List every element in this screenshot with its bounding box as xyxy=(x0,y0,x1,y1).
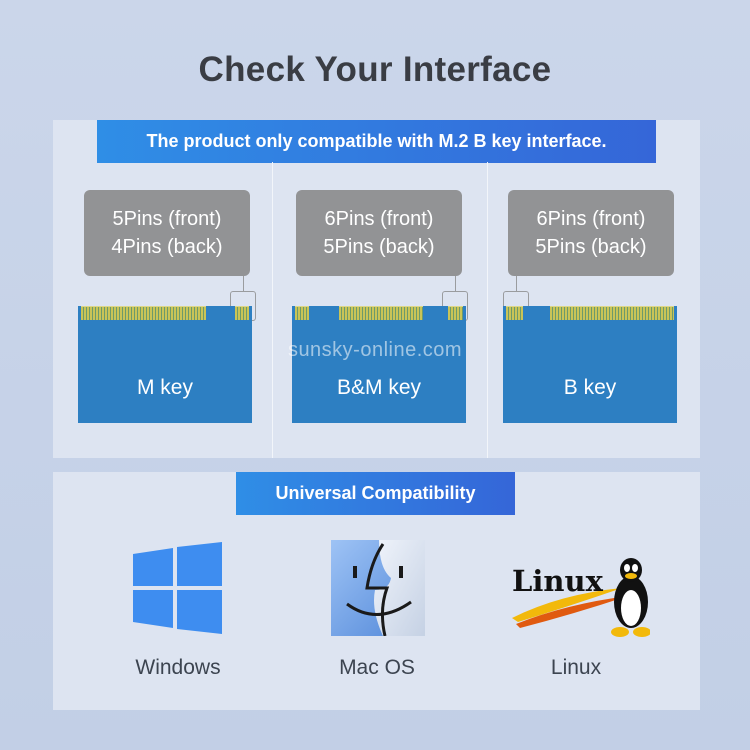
os-label: Windows xyxy=(135,656,221,679)
connector-line xyxy=(243,276,244,291)
m-key-card: M key xyxy=(78,306,252,423)
gold-contacts xyxy=(506,306,523,320)
b-key-card: B key xyxy=(503,306,677,423)
pins-back-label: 5Pins (back) xyxy=(323,236,435,258)
macos-finder-icon xyxy=(331,540,425,636)
key-label: B&M key xyxy=(336,376,422,399)
gold-contacts xyxy=(339,306,423,320)
page-title: Check Your Interface xyxy=(198,50,552,89)
connector-line xyxy=(516,276,517,291)
gold-contacts xyxy=(448,306,463,320)
column-divider xyxy=(487,162,488,458)
pins-front-label: 6Pins (front) xyxy=(324,208,434,230)
pins-back-label: 4Pins (back) xyxy=(111,236,223,258)
gold-contacts xyxy=(550,306,674,320)
pins-front-label: 6Pins (front) xyxy=(536,208,646,230)
os-panel: Universal Compatibility Windows xyxy=(53,472,700,710)
pin-count-box: 6Pins (front) 5Pins (back) xyxy=(296,190,462,276)
pins-back-label: 5Pins (back) xyxy=(535,236,647,258)
pins-front-label: 5Pins (front) xyxy=(112,208,222,230)
linux-logo-text: Linux xyxy=(512,564,604,598)
interface-panel: The product only compatible with M.2 B k… xyxy=(53,120,700,458)
os-windows: Windows xyxy=(78,532,278,682)
key-label: B key xyxy=(563,376,617,399)
bm-key-column: 6Pins (front) 5Pins (back) B&M key xyxy=(270,120,486,458)
os-label: Mac OS xyxy=(339,656,415,679)
m-key-column: 5Pins (front) 4Pins (back) M key xyxy=(53,120,269,458)
compatibility-banner: The product only compatible with M.2 B k… xyxy=(97,120,656,163)
pin-count-box: 6Pins (front) 5Pins (back) xyxy=(508,190,674,276)
watermark: sunsky-online.com xyxy=(287,339,463,361)
linux-tux-logo-icon: Linux xyxy=(512,558,650,637)
os-linux: Linux Linux xyxy=(476,532,676,682)
b-key-column: 6Pins (front) 5Pins (back) B key xyxy=(486,120,702,458)
os-macos: Mac OS xyxy=(277,532,477,682)
gold-contacts xyxy=(81,306,206,320)
os-label: Linux xyxy=(550,656,602,679)
key-label: M key xyxy=(136,376,193,399)
windows-logo-icon xyxy=(133,542,222,634)
bm-key-card: B&M key xyxy=(292,306,466,423)
gold-contacts xyxy=(235,306,249,320)
universal-compatibility-banner: Universal Compatibility xyxy=(236,472,515,515)
pin-count-box: 5Pins (front) 4Pins (back) xyxy=(84,190,250,276)
gold-contacts xyxy=(295,306,309,320)
connector-line xyxy=(455,276,456,291)
column-divider xyxy=(272,162,273,458)
